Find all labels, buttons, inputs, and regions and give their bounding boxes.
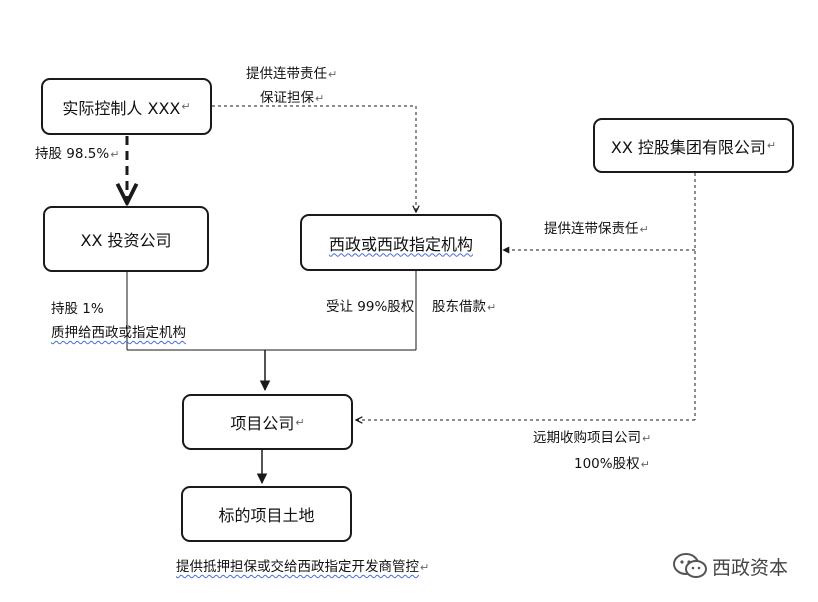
xizheng-org-box: 西政或西政指定机构 (300, 214, 502, 271)
guarantee-label-line2: 保证担保↵ (260, 90, 325, 106)
investment-label: XX 投资公司 (80, 231, 172, 250)
group-box: XX 控股集团有限公司↵ (593, 118, 794, 173)
project-company-label: 项目公司 (230, 414, 295, 433)
transfer-label: 受让 99%股权 (326, 299, 415, 315)
wechat-icon (673, 553, 707, 578)
mortgage-label: 提供抵押担保或交给西政指定开发商管控↵ (176, 559, 430, 575)
watermark-text: 西政资本 (712, 556, 789, 579)
xizheng-org-label: 西政或西政指定机构 (328, 234, 473, 254)
land-label: 标的项目土地 (218, 506, 315, 525)
loan-label: 股东借款↵ (432, 299, 497, 315)
project-company-box: 项目公司↵ (182, 394, 353, 450)
hold-985-label: 持股 98.5%↵ (35, 146, 120, 162)
controller-box: 实际控制人 XXX↵ (41, 78, 212, 135)
buyback-label-line1: 远期收购项目公司↵ (533, 430, 652, 446)
hold-1-label: 持股 1% (51, 301, 104, 317)
guarantee-group-label: 提供连带保责任↵ (544, 221, 649, 237)
land-box: 标的项目土地 (181, 486, 352, 542)
buyback-label-line2: 100%股权↵ (574, 456, 650, 472)
group-label: XX 控股集团有限公司 (610, 137, 766, 157)
watermark: 西政资本 (672, 552, 788, 580)
controller-label: 实际控制人 XXX (62, 98, 181, 118)
pledge-label: 质押给西政或指定机构 (51, 325, 186, 341)
arrow-controller-to-xizheng (212, 105, 416, 212)
investment-box: XX 投资公司 (43, 206, 209, 272)
guarantee-label-line1: 提供连带责任↵ (246, 66, 338, 82)
